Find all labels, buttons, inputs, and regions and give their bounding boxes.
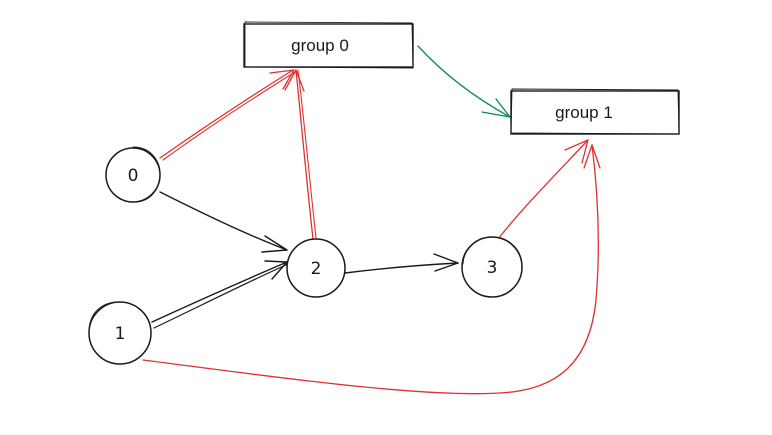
edge-arrowhead: [433, 253, 459, 272]
edge-group0-to-group1: [417, 45, 511, 118]
node-3: 3: [461, 236, 523, 298]
group-box-border: [510, 90, 680, 135]
edge-0-to-group0: [159, 69, 296, 161]
edge-line-sketch-pass: [153, 263, 289, 329]
edge-2-to-group0: [284, 69, 317, 240]
edge-0-to-2: [159, 191, 288, 253]
group-label: group 0: [291, 36, 349, 55]
edge-line: [151, 261, 288, 323]
node-circle-sketch-pass: [286, 265, 346, 298]
edge-line: [295, 69, 314, 240]
edge-1-to-2: [151, 260, 289, 329]
group-box-0: group 0: [243, 21, 414, 69]
edge-line: [159, 191, 288, 251]
edge-line-sketch-pass: [297, 69, 317, 239]
node-0: 0: [105, 146, 161, 203]
edge-arrowhead: [261, 235, 288, 253]
edge-arrowhead: [564, 139, 589, 164]
group-box-sketch-pass: [510, 88, 680, 135]
node-circle-sketch-pass: [462, 236, 523, 267]
node-label: 2: [311, 259, 322, 279]
edge-2-to-3: [344, 253, 459, 274]
node-circle-sketch-pass: [131, 146, 161, 203]
node-circle-sketch-pass: [88, 301, 152, 334]
edge-line: [344, 262, 459, 274]
edge-arrowhead: [284, 69, 305, 92]
group-box-1: group 1: [510, 88, 680, 135]
node-label: 1: [115, 324, 126, 344]
edge-arrowhead: [583, 144, 601, 169]
group-label: group 1: [555, 103, 613, 122]
edge-arrowhead: [269, 69, 295, 90]
node-2: 2: [286, 238, 346, 298]
edge-line: [159, 69, 294, 159]
edge-line: [417, 45, 511, 118]
edge-line: [497, 139, 589, 240]
edge-arrowhead: [481, 98, 511, 118]
group-box-sketch-pass: [244, 21, 414, 69]
node-label: 3: [487, 258, 498, 278]
node-label: 0: [128, 166, 139, 186]
group-box-border: [243, 23, 414, 68]
edge-3-to-group1: [497, 139, 589, 240]
node-1: 1: [88, 301, 152, 365]
edge-line: [142, 144, 599, 395]
edge-1-to-group1: [142, 144, 601, 395]
edge-line-sketch-pass: [162, 71, 296, 161]
